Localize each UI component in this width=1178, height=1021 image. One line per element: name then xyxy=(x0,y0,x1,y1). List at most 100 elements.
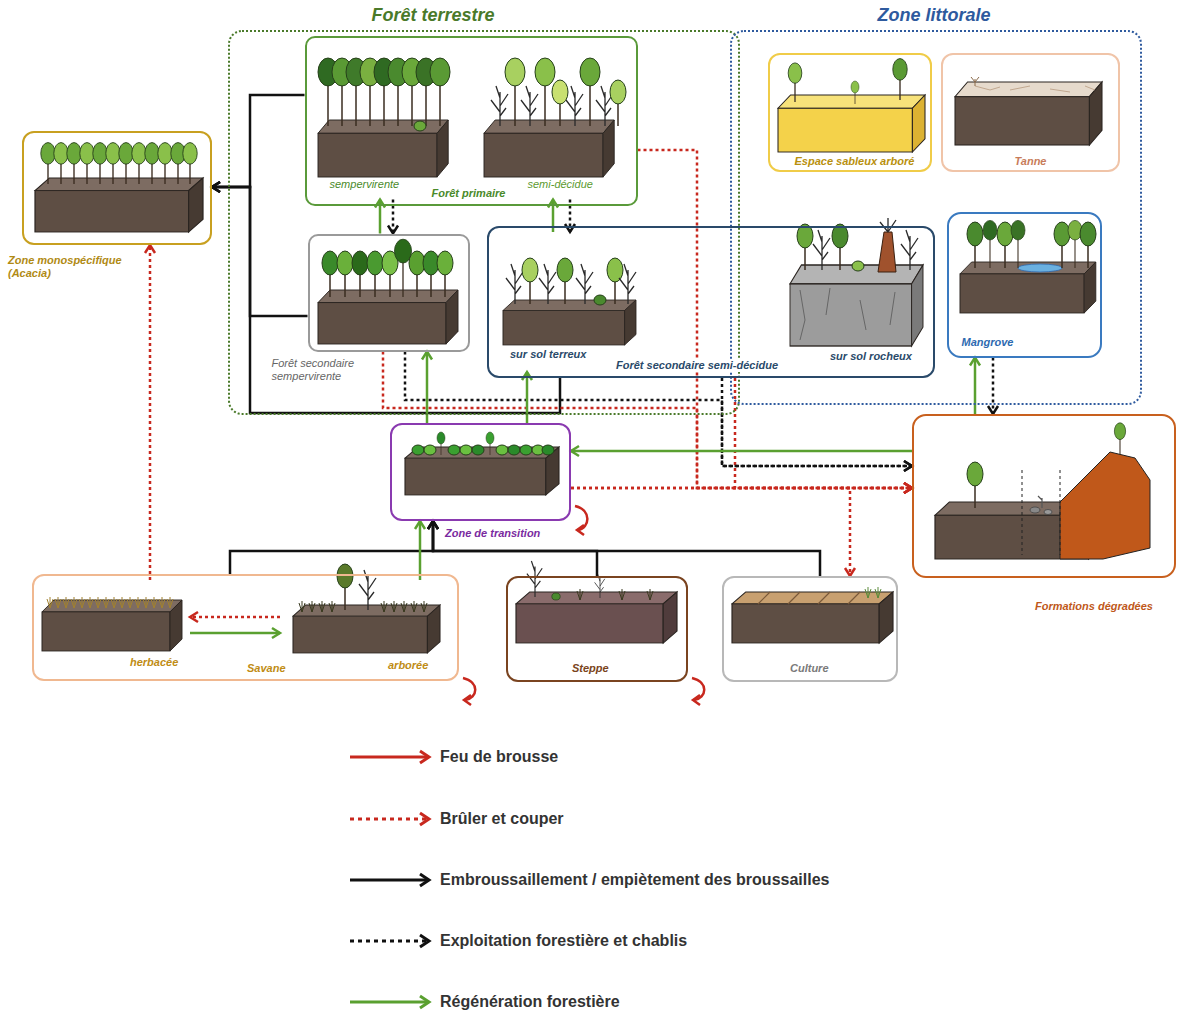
savanna-grass-block xyxy=(95,597,101,608)
savanna-grass-block xyxy=(79,597,85,608)
legend-label: Brûler et couper xyxy=(440,809,564,829)
savanna-grass-block xyxy=(143,597,149,608)
acacia-block xyxy=(132,143,146,184)
savanna-grass-block xyxy=(87,597,93,608)
node-label: Zone de transition xyxy=(445,527,540,540)
connector-line xyxy=(426,352,429,424)
vegetation-panel: semi-décidue xyxy=(478,42,630,200)
mangrove-block xyxy=(983,220,997,268)
node-label: Mangrove xyxy=(962,336,1014,349)
savanna-grass-block xyxy=(135,597,141,608)
legend-sample xyxy=(420,874,429,886)
node-label: Zone monospécifique (Acacia) xyxy=(8,254,138,280)
arrow-head xyxy=(422,352,432,360)
node-label: sur sol terreux xyxy=(510,348,586,361)
legend-sample xyxy=(350,756,428,759)
degraded-block xyxy=(1114,423,1125,455)
connector xyxy=(428,521,820,576)
savanna-grass-block xyxy=(111,597,117,608)
forest-primary-evergreen xyxy=(430,58,450,126)
connector-line xyxy=(419,521,422,580)
legend-sample xyxy=(420,751,429,763)
group-title: Forêt terrestre xyxy=(372,4,495,26)
acacia-block xyxy=(119,143,133,184)
transition-block xyxy=(448,445,460,455)
vegetation-box: Culture xyxy=(722,576,898,682)
forest-secondary-earthy xyxy=(522,258,538,304)
degraded-block xyxy=(1022,470,1060,555)
forest-primary-semideciduous xyxy=(491,86,508,126)
forest-secondary-rocky xyxy=(790,218,923,346)
vegetation-panel: sur sol terreux xyxy=(495,232,655,372)
transition-block xyxy=(472,445,484,455)
legend-sample xyxy=(350,1001,428,1004)
connector xyxy=(422,352,432,424)
forest-secondary-evergreen xyxy=(367,251,383,297)
connector-line xyxy=(212,187,308,316)
savanna-grass-block xyxy=(119,597,125,608)
savanna-grass-block xyxy=(42,597,182,651)
degraded-block xyxy=(935,423,1150,559)
legend-label: Embroussaillement / empiètement des brou… xyxy=(440,870,829,890)
savanna-grass-block xyxy=(55,597,61,608)
crop-block xyxy=(875,587,881,598)
crop-block xyxy=(732,592,893,643)
connector xyxy=(212,182,308,316)
vegetation-box: Zone monospécifique (Acacia) xyxy=(22,131,212,245)
connector-line xyxy=(433,521,820,576)
fire-loop xyxy=(464,695,471,705)
sandy-wooded-area xyxy=(893,59,907,100)
crop-block xyxy=(732,587,893,643)
arrow-head xyxy=(904,483,912,493)
connector xyxy=(722,378,912,471)
connector-line xyxy=(405,352,912,467)
region-group: Forêt terrestreForêt primairesemperviren… xyxy=(228,30,740,415)
connector xyxy=(405,352,912,472)
connector-line xyxy=(212,95,305,187)
vegetation-box: Forêt primairesempervirentesemi-décidue xyxy=(305,36,638,206)
forest-secondary-earthy xyxy=(576,264,593,304)
arrow-head xyxy=(904,461,912,471)
forest-secondary-evergreen xyxy=(395,239,412,297)
forest-secondary-evergreen xyxy=(318,290,458,344)
forest-secondary-earthy xyxy=(557,258,573,304)
savanna-tree-block xyxy=(359,570,376,610)
arrow-head xyxy=(190,612,198,622)
savanna-tree-block xyxy=(381,601,387,612)
transition-block xyxy=(520,445,532,455)
node-label: Espace sableux arboré xyxy=(795,155,915,168)
forest-secondary-rocky xyxy=(852,261,864,271)
crop-block xyxy=(758,592,860,604)
acacia-block xyxy=(41,143,55,184)
savanna-tree-block xyxy=(401,601,407,612)
legend-sample xyxy=(420,935,429,947)
connector-line xyxy=(992,358,995,415)
steppe-block xyxy=(527,561,542,597)
vegetation-box: Mangrove xyxy=(947,212,1102,358)
forest-primary-evergreen xyxy=(414,121,426,131)
vegetation-panel: sempervirente xyxy=(312,42,462,200)
savanna-tree-block xyxy=(391,601,397,612)
connector-line xyxy=(526,372,529,423)
forest-secondary-evergreen xyxy=(409,251,425,297)
legend-sample xyxy=(350,879,428,882)
acacia-block xyxy=(158,143,172,184)
legend-label: Exploitation forestière et chablis xyxy=(440,931,687,951)
savanna-grass-block xyxy=(71,597,77,608)
mangrove-block xyxy=(1054,222,1070,268)
connector-line xyxy=(149,245,152,580)
forest-secondary-rocky xyxy=(800,288,895,340)
node-label: sempervirente xyxy=(330,178,400,191)
forest-secondary-evergreen xyxy=(318,239,458,344)
connector xyxy=(522,372,532,423)
forest-secondary-rocky xyxy=(832,224,848,270)
mangrove-block xyxy=(967,222,983,268)
steppe-block xyxy=(619,589,625,600)
node-label: semi-décidue xyxy=(528,178,593,191)
savanna-tree-block xyxy=(293,605,440,653)
connector-line xyxy=(735,378,912,488)
forest-secondary-evergreen xyxy=(437,251,453,297)
savanna-tree-block xyxy=(329,601,335,612)
savanna-tree-block xyxy=(337,564,353,610)
